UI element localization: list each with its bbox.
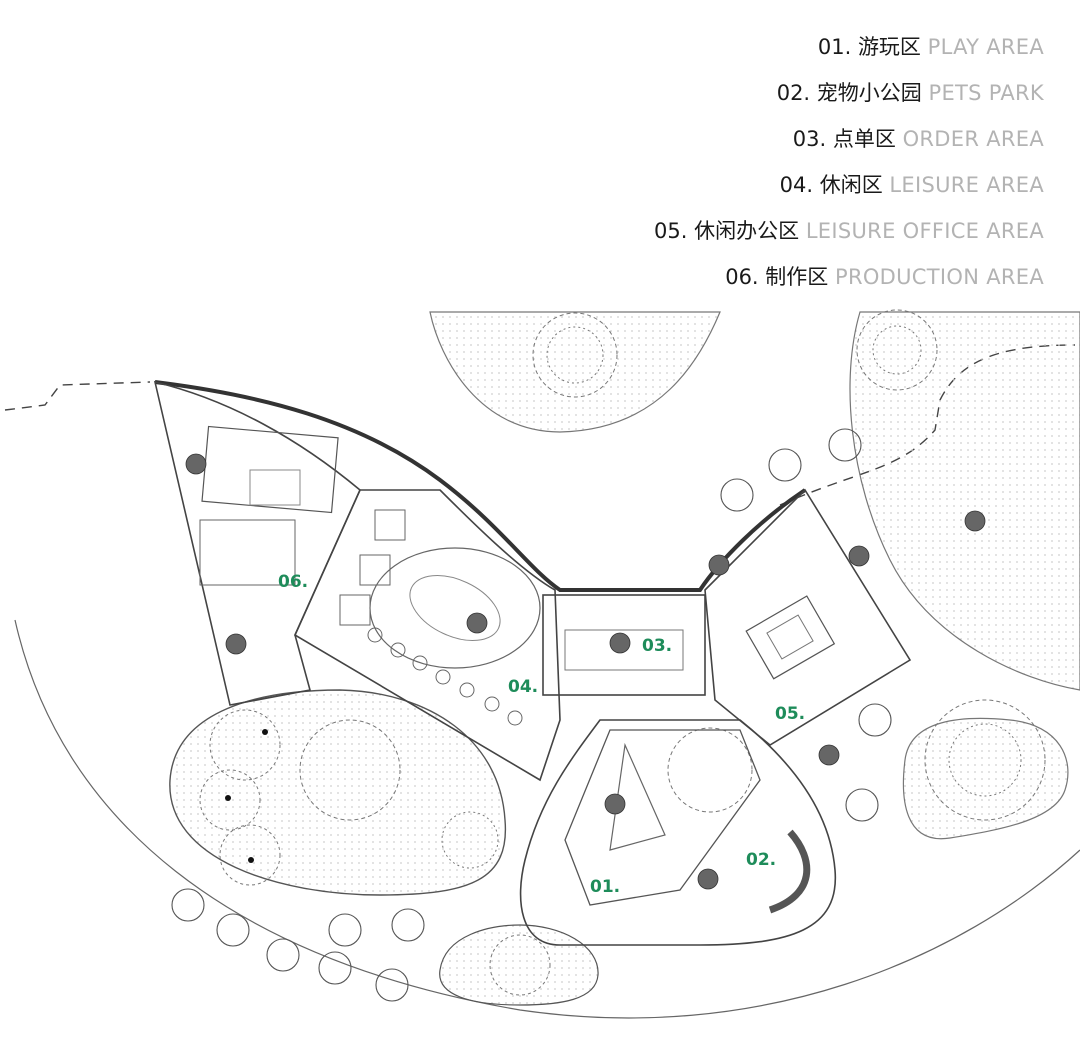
office-conference-table <box>745 595 836 680</box>
garden-tree-trunk <box>248 857 254 863</box>
leisure-oval-table <box>369 547 541 669</box>
legend-item-leisure-office-area: 05. 休闲办公区 LEISURE OFFICE AREA <box>654 214 1044 260</box>
legend-en: LEISURE OFFICE AREA <box>805 219 1044 243</box>
tree-canopy-left-garden <box>199 709 499 886</box>
floor-plan: 01. 02. 03. 04. 05. 06. <box>4 309 1080 1019</box>
legend-zh: 制作区 <box>765 265 829 289</box>
tree-canopy-bottom <box>489 934 551 996</box>
order-counter-inner <box>564 629 684 671</box>
legend-item-pets-park: 02. 宠物小公园 PETS PARK <box>654 76 1044 122</box>
legend-zh: 休闲办公区 <box>694 219 800 243</box>
lawn-bottom-small <box>439 924 599 1006</box>
play-area-outline <box>564 729 761 906</box>
pets-park-outline <box>519 719 837 946</box>
site-boundary-arc <box>14 619 1080 1019</box>
leisure-oval-inner <box>409 575 501 641</box>
legend-en: PRODUCTION AREA <box>834 265 1044 289</box>
office-wing-outline <box>704 488 912 746</box>
zone-label-06: 06. <box>278 572 308 592</box>
legend-zh: 点单区 <box>832 127 896 151</box>
legend-zh: 宠物小公园 <box>816 81 922 105</box>
legend-number: 02. <box>776 81 811 105</box>
legend-item-leisure-area: 04. 休闲区 LEISURE AREA <box>654 168 1044 214</box>
legend-number: 04. <box>779 173 814 197</box>
lawn-left-garden <box>169 689 507 896</box>
zone-label-04: 04. <box>508 677 538 697</box>
pets-park-curved-bench <box>768 829 811 914</box>
legend-number: 06. <box>725 265 759 289</box>
legend-number: 03. <box>792 127 827 151</box>
legend-zh: 休闲区 <box>819 173 883 197</box>
legend-number: 05. <box>654 219 688 243</box>
tree-canopy-top <box>532 312 618 398</box>
legend-item-production-area: 06. 制作区 PRODUCTION AREA <box>654 260 1044 306</box>
legend-number: 01. <box>817 35 852 59</box>
zone-label-05: 05. <box>775 704 805 724</box>
leisure-table <box>339 594 371 626</box>
legend-item-order-area: 03. 点单区 ORDER AREA <box>654 122 1044 168</box>
lawn-top-right <box>849 311 1080 691</box>
legend: 01. 游玩区 PLAY AREA 02. 宠物小公园 PETS PARK 03… <box>654 30 1044 306</box>
tree-canopy-top-right <box>856 309 938 391</box>
garden-tree-trunk <box>225 795 231 801</box>
lawn-right-bench <box>902 717 1069 840</box>
zone-label-02: 02. <box>746 850 776 870</box>
zone-label-03: 03. <box>642 636 672 656</box>
west-room <box>199 519 296 586</box>
tree-canopy-right <box>924 699 1046 821</box>
lawn-top-center <box>429 311 721 433</box>
legend-en: PETS PARK <box>928 81 1044 105</box>
tree-canopy-pets-park <box>667 727 753 813</box>
leisure-table <box>374 509 406 541</box>
garden-tree-trunk <box>262 729 268 735</box>
legend-zh: 游玩区 <box>857 35 921 59</box>
legend-en: ORDER AREA <box>902 127 1044 151</box>
outdoor-seating <box>171 428 892 1002</box>
leisure-table <box>359 554 391 586</box>
leisure-hall-outline <box>293 489 561 782</box>
columns <box>185 453 986 890</box>
legend-item-play-area: 01. 游玩区 PLAY AREA <box>654 30 1044 76</box>
legend-en: LEISURE AREA <box>889 173 1044 197</box>
legend-en: PLAY AREA <box>927 35 1044 59</box>
zone-label-01: 01. <box>590 877 620 897</box>
order-counter <box>542 594 706 696</box>
building-curved-facade <box>154 380 807 592</box>
office-conference-inner <box>766 614 814 660</box>
west-room-fixture <box>249 469 301 506</box>
leisure-stools <box>367 627 523 726</box>
